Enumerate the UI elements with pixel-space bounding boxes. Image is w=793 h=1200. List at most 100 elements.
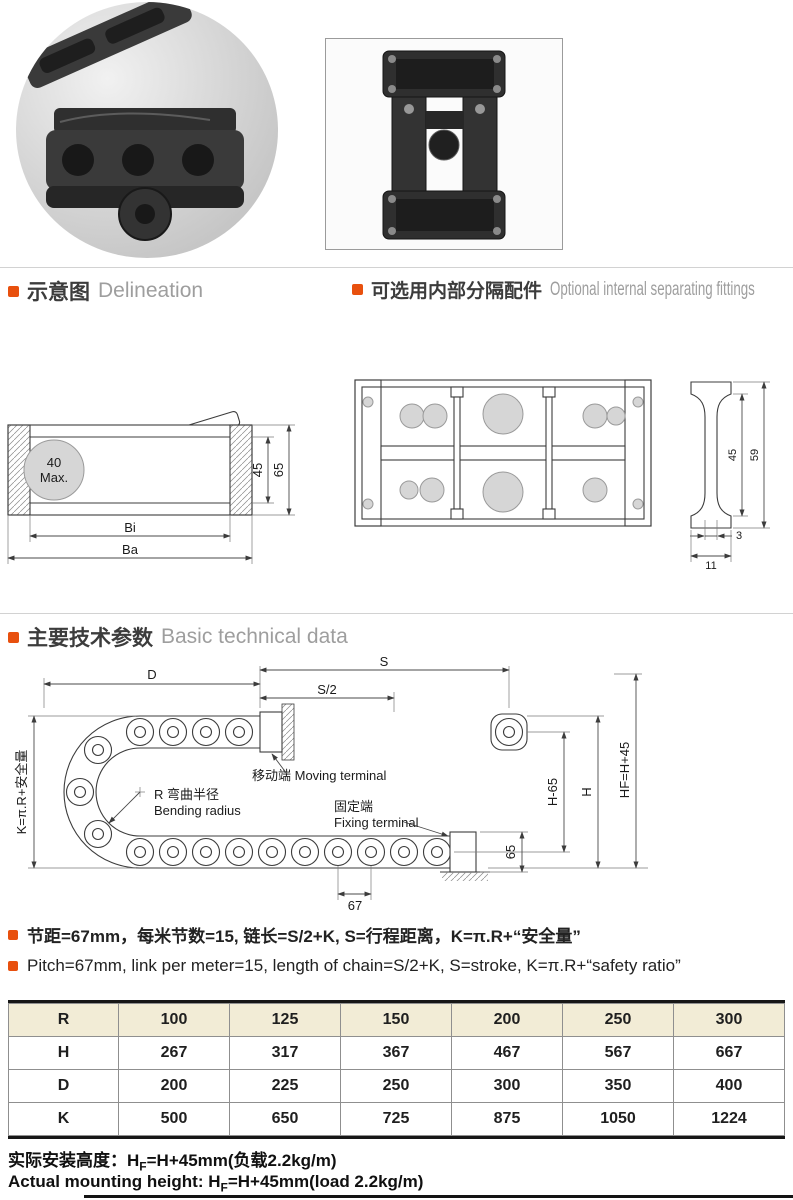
dim-label-45: 45 <box>250 463 265 477</box>
table-cell: 317 <box>229 1036 341 1070</box>
bullet-icon <box>8 285 19 297</box>
section-divider <box>0 613 793 614</box>
table-cell: 400 <box>673 1069 785 1103</box>
dim-label-65: 65 <box>503 845 518 859</box>
mounting-height-note-zh: 实际安装高度：HF=H+45mm(负载2.2kg/m) <box>8 1146 337 1173</box>
section-title-zh: 可选用内部分隔配件 <box>371 281 543 302</box>
dim-label-3: 3 <box>736 530 742 542</box>
section-header-separators: 可选用内部分隔配件 Optional internal separating f… <box>352 276 793 303</box>
note-pitch-en: Pitch=67mm, link per meter=15, length of… <box>8 956 681 976</box>
top-view-drawing <box>354 379 652 527</box>
table-cell: 367 <box>340 1036 452 1070</box>
parameters-table: R 100 125 150 200 250 300 H 267 317 367 … <box>8 1003 785 1136</box>
table-cell: 1050 <box>562 1102 674 1136</box>
bullet-icon <box>8 929 18 940</box>
section-title-en: Optional internal separating fittings <box>550 278 755 300</box>
table-cell: 500 <box>118 1102 230 1136</box>
table-cell: 250 <box>340 1069 452 1103</box>
note-pitch-zh: 节距=67mm，每米节数=15, 链长=S/2+K, S=行程距离，K=π.R+… <box>8 922 581 947</box>
side-view-drawing: 40 Max. 45 65 Bi Ba <box>7 411 295 564</box>
table-cell: 225 <box>229 1069 341 1103</box>
section-header-technical: 主要技术参数 Basic technical data <box>8 622 348 652</box>
table-cell: 200 <box>118 1069 230 1103</box>
section-title-zh: 主要技术参数 <box>27 627 153 650</box>
table-cell: 300 <box>673 1003 785 1037</box>
table-cell: 267 <box>118 1036 230 1070</box>
footer-subscript: F <box>139 1159 147 1174</box>
label-fixing-terminal-zh: 固定端 <box>334 799 373 814</box>
section-header-delineation: 示意图 Delineation <box>8 276 203 306</box>
dim-label-h-65: H-65 <box>545 778 560 806</box>
cable-chain-top-photo-image <box>382 50 506 240</box>
dim-label-hf: HF=H+45 <box>617 742 632 798</box>
row-label: R <box>8 1003 119 1037</box>
cable-chain-open-photo-image <box>22 2 244 241</box>
dim-label-max: Max. <box>40 470 68 485</box>
dim-label-59: 59 <box>749 449 761 461</box>
bend-stroke-diagram: K=π.R+安全量 D S S/2 移动端 Moving terminal R … <box>14 656 648 913</box>
table-cell: 567 <box>562 1036 674 1070</box>
bullet-icon <box>8 961 18 971</box>
bullet-icon <box>8 631 19 643</box>
table-cell: 250 <box>562 1003 674 1037</box>
dim-label-s: S <box>380 656 389 669</box>
table-row-h: H 267 317 367 467 567 667 <box>8 1036 785 1070</box>
page-bottom-rule <box>84 1195 793 1198</box>
moving-terminal-block <box>259 703 295 761</box>
mounting-height-note-en: Actual mounting height: HF=H+45mm(load 2… <box>8 1172 423 1194</box>
separator-fitting <box>542 386 556 520</box>
footer-text: 实际安装高度：H <box>8 1151 140 1170</box>
row-label: D <box>8 1069 119 1103</box>
dim-label-bi: Bi <box>124 520 136 535</box>
section-title-en: Delineation <box>98 279 204 302</box>
footer-text: Actual mounting height: H <box>8 1172 221 1191</box>
table-cell: 300 <box>451 1069 563 1103</box>
note-text-zh: 节距=67mm，每米节数=15, 链长=S/2+K, S=行程距离，K=π.R+… <box>27 927 581 946</box>
note-text-en: Pitch=67mm, link per meter=15, length of… <box>27 956 681 975</box>
chain-link-end-view <box>490 713 528 751</box>
footer-subscript: F <box>220 1180 228 1195</box>
parameters-table-wrap: R 100 125 150 200 250 300 H 267 317 367 … <box>8 1000 785 1139</box>
dim-label-h: H <box>579 787 594 796</box>
product-photo-top-view <box>325 38 563 250</box>
bullet-icon <box>352 284 363 295</box>
dim-label-65: 65 <box>271 463 286 477</box>
row-label: H <box>8 1036 119 1070</box>
table-cell: 467 <box>451 1036 563 1070</box>
section-title-zh: 示意图 <box>27 281 90 304</box>
section-divider <box>0 267 793 268</box>
section-title-en: Basic technical data <box>161 625 348 648</box>
separator-fitting <box>450 386 464 520</box>
table-row-r: R 100 125 150 200 250 300 <box>8 1003 785 1037</box>
table-cell: 350 <box>562 1069 674 1103</box>
label-moving-terminal: 移动端 Moving terminal <box>252 768 386 783</box>
footer-text: =H+45mm(负载2.2kg/m) <box>146 1151 337 1170</box>
dim-label-k: K=π.R+安全量 <box>14 750 29 835</box>
table-cell: 1224 <box>673 1102 785 1136</box>
dim-label-s-half: S/2 <box>317 682 337 697</box>
table-cell: 150 <box>340 1003 452 1037</box>
table-cell: 650 <box>229 1102 341 1136</box>
chain-links <box>65 717 452 867</box>
dim-label-40: 40 <box>47 455 61 470</box>
dim-label-ba: Ba <box>122 542 139 557</box>
product-photo-open-link <box>16 2 278 258</box>
table-cell: 725 <box>340 1102 452 1136</box>
label-bending-radius-zh: R 弯曲半径 <box>154 787 219 802</box>
label-fixing-terminal-en: Fixing terminal <box>334 815 419 830</box>
table-cell: 125 <box>229 1003 341 1037</box>
dim-label-11: 11 <box>705 560 716 572</box>
dim-label-45: 45 <box>727 449 739 461</box>
label-bending-radius-en: Bending radius <box>154 803 241 818</box>
row-label: K <box>8 1102 119 1136</box>
separator-profile-drawing: 45 59 3 11 <box>690 381 770 572</box>
dim-label-67: 67 <box>348 898 362 913</box>
dim-label-d: D <box>147 667 156 682</box>
table-cell: 875 <box>451 1102 563 1136</box>
max-cable-diameter-circle <box>23 439 85 501</box>
footer-text: =H+45mm(load 2.2kg/m) <box>227 1172 424 1191</box>
table-row-d: D 200 225 250 300 350 400 <box>8 1069 785 1103</box>
table-row-k: K 500 650 725 875 1050 1224 <box>8 1102 785 1136</box>
table-cell: 100 <box>118 1003 230 1037</box>
